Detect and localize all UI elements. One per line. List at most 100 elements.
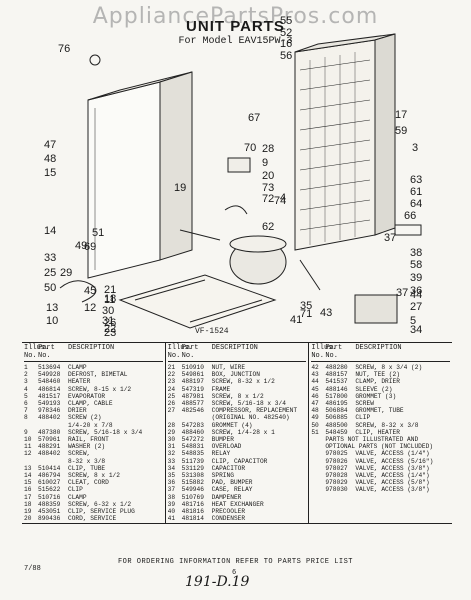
- table-cell: 506884: [325, 407, 348, 415]
- table-cell: 16: [24, 486, 32, 494]
- callout-number: 73: [262, 182, 275, 194]
- table-cell: 978346: [38, 407, 61, 415]
- table-cell: SCREW, 8-15 x 1/2: [68, 385, 132, 393]
- table-cell: CLEAT, CORD: [68, 479, 109, 487]
- table-cell: 31: [167, 443, 176, 451]
- callout-number: 12: [84, 302, 97, 314]
- table-cell: 978025: [325, 450, 348, 458]
- table-cell: RELAY: [211, 450, 231, 458]
- table-cell: 11: [24, 443, 32, 451]
- table-cell: COMPRESSOR, REPLACEMENT: [211, 407, 298, 415]
- callout-number: 63: [410, 174, 423, 186]
- table-cell: NUT, TEE (2): [355, 371, 400, 379]
- defrost-clip-part: [224, 205, 248, 215]
- table-cell: 486814: [38, 385, 61, 393]
- callout-number: 47: [44, 139, 57, 151]
- table-cell: SCREW,: [68, 450, 91, 458]
- access-valve-part: [394, 224, 422, 236]
- table-cell: 2: [24, 371, 28, 379]
- table-cell: 517800: [325, 392, 348, 400]
- table-cell: 13: [24, 464, 32, 472]
- watermark: AppliancePartsPros.com: [92, 4, 379, 29]
- callout-number: 10: [46, 315, 59, 327]
- table-cell: [182, 414, 212, 421]
- callout-number: 76: [58, 43, 71, 55]
- callout-number: 48: [44, 153, 57, 165]
- table-cell: 548459: [325, 428, 348, 436]
- table-cell: 547319: [181, 385, 204, 393]
- table-cell: SCREW, 5/16-18 x 3/4: [68, 428, 143, 436]
- table-cell: 511739: [181, 457, 204, 465]
- table-cell: HEAT EXCHANGER: [211, 500, 264, 508]
- table-cell: 548460: [38, 378, 61, 386]
- table-cell: 29: [167, 428, 176, 436]
- table-cell: 35: [167, 472, 176, 480]
- table-cell: 39: [167, 500, 176, 508]
- table-cell: SCREW, 6-32 x 1/2: [68, 500, 132, 508]
- relay-case-illustration: [354, 294, 398, 324]
- table-cell: 481517: [38, 392, 61, 400]
- table-cell: 510910: [181, 364, 204, 371]
- table-cell: BUMPER: [211, 436, 234, 444]
- table-cell: VALVE, ACCESS (3/8"): [355, 486, 430, 494]
- table-cell: 890436: [38, 515, 61, 523]
- table-cell: 488402: [38, 414, 61, 422]
- table-cell: FRAME: [211, 385, 231, 393]
- table-cell: DAMPENER: [211, 493, 242, 501]
- optional-parts-note: OPTIONAL PARTS (NOT INCLUDED): [325, 443, 434, 451]
- callout-number: 33: [44, 252, 57, 264]
- table-cell: 488577: [181, 400, 204, 408]
- table-cell: 978027: [325, 464, 348, 472]
- callout-number: 30: [102, 305, 115, 317]
- table-cell: 8: [24, 414, 28, 422]
- table-cell: SCREW, 8 x 1/2: [68, 472, 120, 480]
- table-cell: [38, 458, 68, 465]
- table-cell: PRECOOLER: [211, 508, 246, 516]
- callout-number: 26: [104, 317, 117, 329]
- document-code: 7/88: [24, 565, 41, 573]
- table-cell: 549928: [38, 371, 61, 379]
- table-cell: [311, 486, 325, 493]
- callout-number: 43: [320, 307, 333, 319]
- table-cell: (ORIGINAL NO. 482540): [211, 414, 290, 422]
- cabinet-illustration: [87, 71, 193, 279]
- table-cell: SCREW, 8-32 x 3/8: [355, 421, 419, 429]
- table-cell: 547272: [181, 436, 204, 444]
- exploded-parts-diagram: VF-1524: [59, 33, 422, 335]
- table-cell: 570961: [38, 436, 61, 444]
- table-cell: 26: [167, 400, 176, 408]
- table-cell: 20: [24, 515, 32, 523]
- table-cell: 43: [311, 371, 319, 379]
- table-cell: 5: [24, 392, 28, 400]
- callout-number: 34: [410, 324, 423, 336]
- table-cell: 486195: [325, 400, 348, 408]
- table-cell: 28: [167, 421, 176, 429]
- table-cell: 481814: [181, 515, 204, 523]
- callout-number: 25: [44, 267, 57, 279]
- table-cell: GROMMET (4): [211, 421, 253, 429]
- table-cell: [311, 450, 325, 457]
- callout-number: 35: [300, 300, 313, 312]
